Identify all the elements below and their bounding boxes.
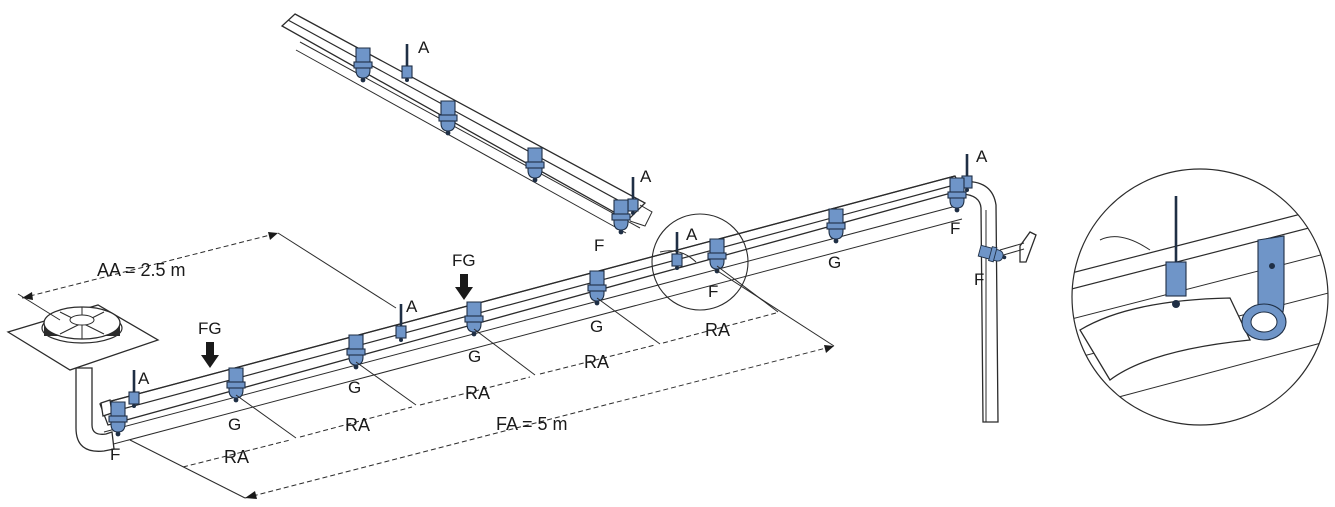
force-arrow-icon (201, 274, 473, 368)
label-fg-1: FG (452, 251, 476, 270)
detail-marker (651, 213, 749, 311)
label-g-4: G (590, 317, 603, 336)
label-a-right: A (976, 147, 988, 166)
label-f-upper: F (594, 236, 604, 255)
riser-pipe (957, 180, 999, 423)
label-f-riser: F (974, 270, 984, 289)
label-a-left: A (138, 369, 150, 388)
label-ra-2: RA (345, 415, 370, 435)
left-elbow (75, 367, 115, 452)
main-collector-pipe (99, 175, 963, 447)
label-g-1: G (228, 415, 241, 434)
dimension-aa: AA = 2.5 m (97, 260, 186, 280)
detail-magnified-view (1071, 168, 1329, 426)
dimension-lines (17, 232, 835, 499)
label-a-detail: A (686, 225, 698, 244)
label-ra-1: RA (224, 447, 249, 467)
label-f-detail: F (708, 282, 718, 301)
label-a-mid: A (406, 297, 418, 316)
label-ra-5: RA (705, 320, 730, 340)
label-g-3: G (468, 347, 481, 366)
label-f-left: F (110, 445, 120, 464)
label-f-right: F (950, 219, 960, 238)
dimension-fa: FA = 5 m (496, 414, 568, 434)
label-a-upper-2: A (640, 167, 652, 186)
label-ra-3: RA (465, 383, 490, 403)
upper-branch-pipe (280, 13, 653, 234)
label-g-2: G (348, 378, 361, 397)
label-fg-2: FG (198, 319, 222, 338)
label-ra-4: RA (584, 352, 609, 372)
roof-drain-icon (6, 304, 160, 371)
wall-bracket-icon (977, 231, 1037, 266)
label-g-5: G (828, 253, 841, 272)
label-a-upper-1: A (418, 38, 430, 57)
